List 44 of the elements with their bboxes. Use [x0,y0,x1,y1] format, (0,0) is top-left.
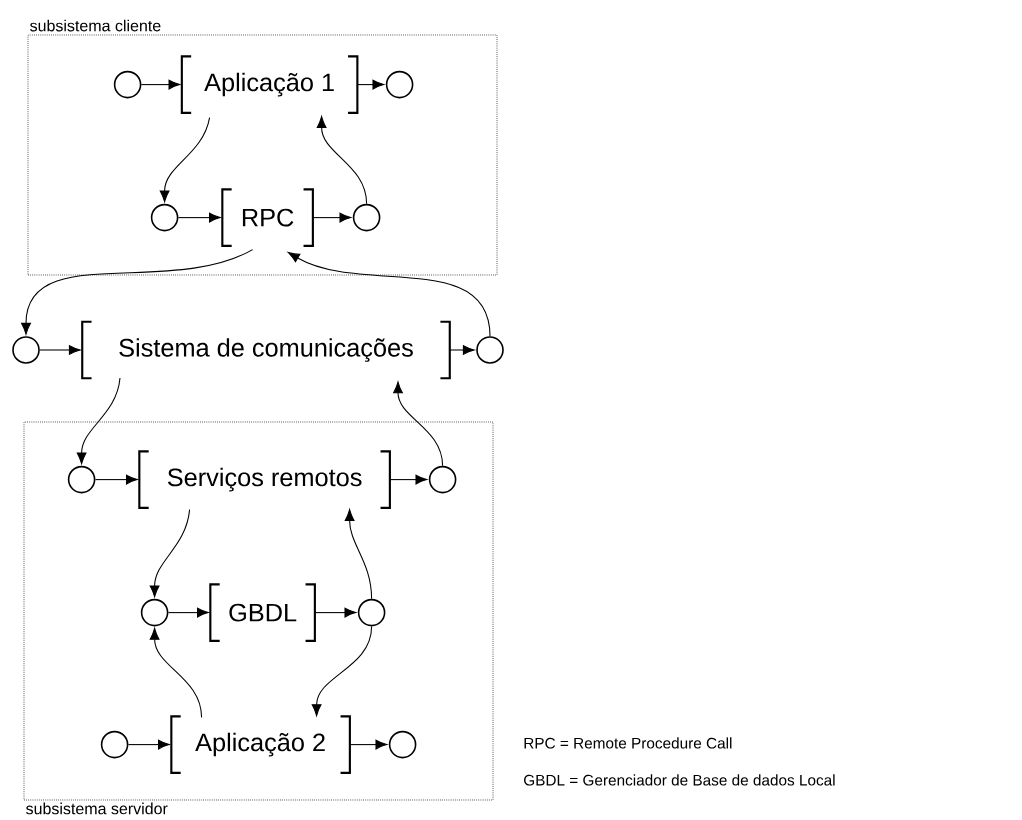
node-label: subsistema cliente [30,19,161,32]
arrow [314,607,357,618]
legend-note: GBDL = Gerenciador de Base de dados Local [524,774,835,786]
arrow [356,79,385,90]
bracket-box: GBDL [209,583,316,642]
bracket-box: Sistema de comunicações [81,320,451,380]
arrow [127,739,170,750]
arrow [21,249,254,335]
place-circle [67,465,96,494]
arrow [393,381,444,467]
node-label: subsistema servidor [26,802,168,815]
arrow [76,377,121,465]
arrow [149,509,191,598]
arrow [349,739,388,750]
bracket-box: Serviços remotos [138,450,391,509]
bracket-box: Aplicação 1 [180,55,359,114]
place-circle [388,730,417,759]
arrow [344,509,373,600]
arrow [159,117,211,203]
arrow [312,212,352,223]
place-circle [357,598,386,627]
arrow [287,252,491,337]
place-circle [140,598,169,627]
arrow [449,345,475,355]
place-circle [352,203,381,232]
place-circle [12,336,40,364]
arrow [149,627,203,719]
arrow [389,474,428,485]
place-circle [150,203,179,232]
bracket-box: Aplicação 2 [170,715,351,774]
arrow [39,345,81,355]
arrow [311,625,373,717]
arrow [94,474,138,485]
place-circle [113,70,142,99]
arrow [316,116,368,205]
arrow [177,212,221,223]
arrow [167,607,209,618]
place-circle [100,730,129,759]
place-circle [428,465,457,494]
place-circle [476,336,504,364]
arrow [140,79,181,90]
place-circle [385,70,414,99]
legend-note: RPC = Remote Procedure Call [524,737,732,749]
bracket-box: RPC [221,188,314,247]
